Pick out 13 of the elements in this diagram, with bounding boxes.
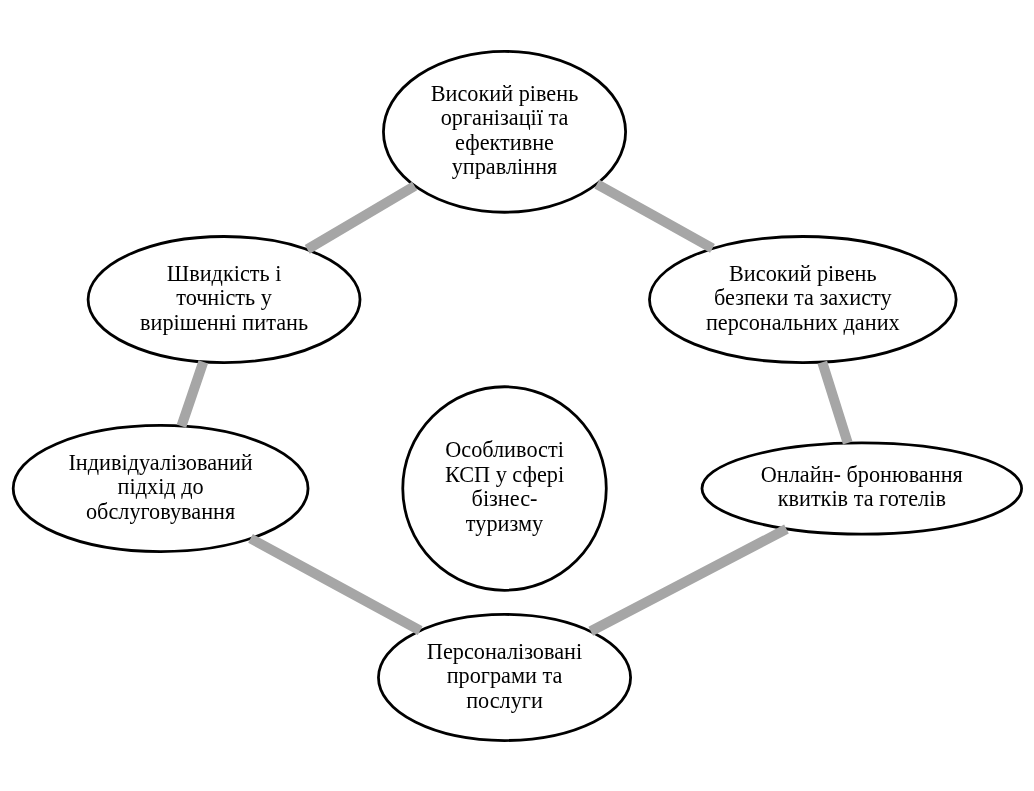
connector: [593, 179, 715, 253]
node-ellipse: Високий рівень організації та ефективне управління: [381, 49, 627, 214]
node-ellipse: Швидкість і точність у вирішенні питань: [86, 234, 361, 364]
connector: [817, 360, 853, 444]
connector: [176, 359, 208, 428]
connector: [247, 533, 423, 635]
node-ellipse: Онлайн- бронювання квитків та готелів: [700, 441, 1023, 536]
connector: [304, 181, 417, 254]
node-circle: Особливості КСП у сфері бізнес- туризму: [400, 384, 608, 592]
connector: [587, 524, 789, 636]
node-ellipse: Високий рівень безпеки та захисту персональних даних: [647, 234, 958, 364]
node-ellipse: Персоналізовані програми та послуги: [376, 612, 632, 742]
node-ellipse: Індивідуалізований підхід до обслуговування: [11, 423, 309, 553]
